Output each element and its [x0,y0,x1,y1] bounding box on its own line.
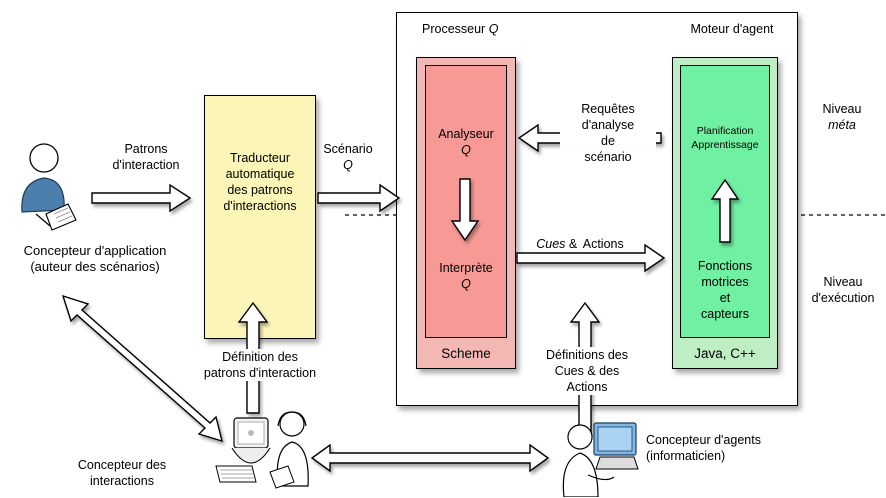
agent-designer-icon [562,422,639,497]
application-designer-icon [21,143,77,231]
scheme-label: Scheme [441,346,491,361]
arrow-moteur-up [710,178,740,243]
moteur-title: Moteur d'agent [690,22,774,36]
traducteur-box [204,95,316,339]
arrow-cues [516,243,666,273]
requetes-label: Requêtes d'analyse de scénario [560,101,656,165]
arrow-designers-link [310,443,550,473]
processeur-title: Processeur Q [422,22,499,36]
arrow-app-to-interactions [61,294,223,443]
concepteur-agents-label: Concepteur d'agents(informaticien) [646,433,761,463]
arrow-patrons-to-traducteur [91,183,192,213]
arrow-analyseur-down [450,178,480,242]
concepteur-application-label: Concepteur d'application(auteur des scén… [23,243,167,274]
java-label: Java, C++ [694,346,756,361]
interactions-designer-icon [215,411,309,489]
arrow-scenario [317,183,401,213]
cues-label: Cues & Actions [536,236,626,252]
